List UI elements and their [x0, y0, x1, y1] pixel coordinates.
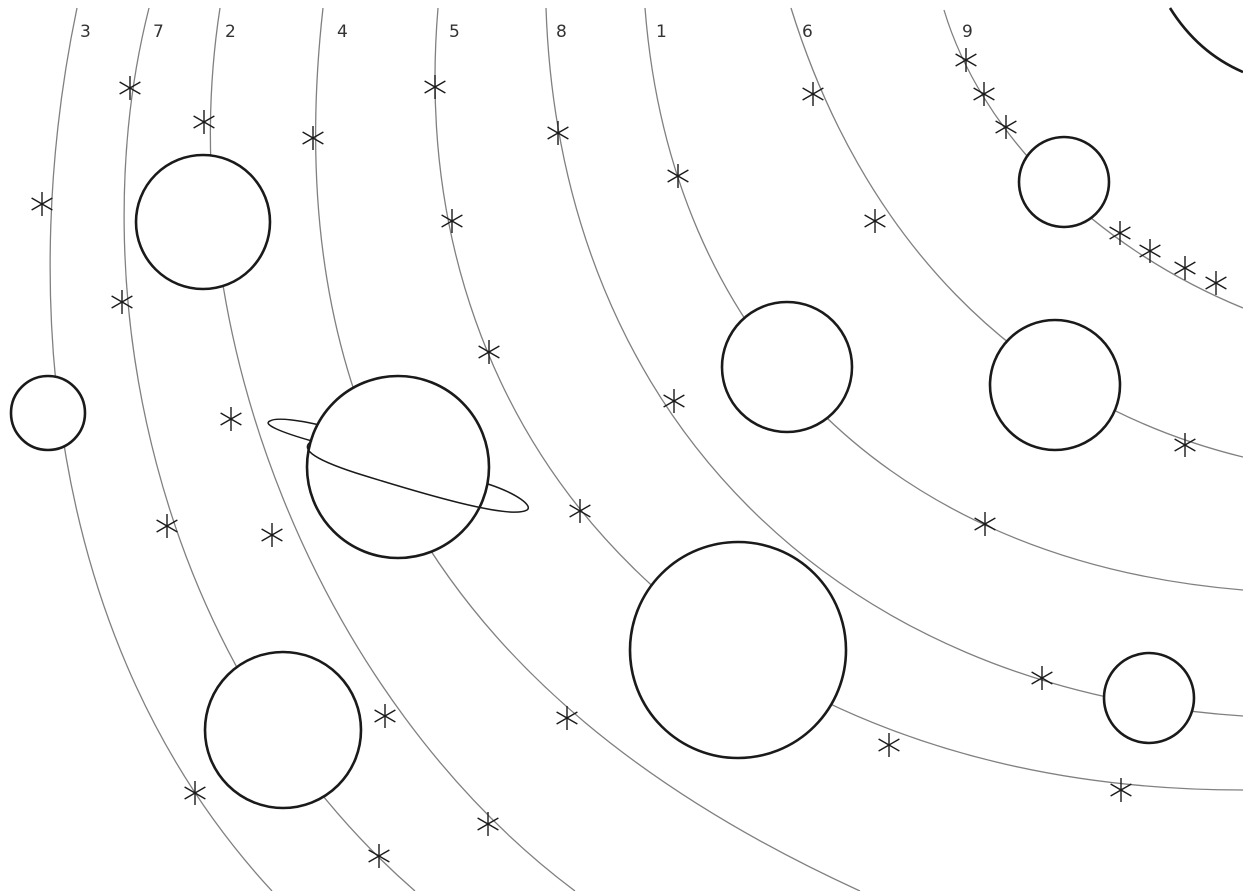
star-marker [1140, 239, 1161, 263]
star-marker [664, 389, 685, 413]
orbit-label-1: 1 [656, 22, 667, 42]
star-marker [996, 115, 1017, 139]
star-marker [1110, 221, 1131, 245]
star-marker [157, 514, 178, 538]
star-marker [879, 733, 900, 757]
star-marker [1206, 271, 1227, 295]
ringed-planet [268, 376, 528, 558]
star-marker [865, 209, 886, 233]
star-marker [1111, 778, 1132, 802]
planet-orbit-2 [136, 155, 270, 289]
star-marker [548, 121, 569, 145]
star-marker [221, 407, 242, 431]
orbit-labels: 3 7 2 4 5 8 1 6 9 [80, 22, 973, 42]
orbit-label-9: 9 [962, 22, 973, 42]
planet-orbit-3 [11, 376, 85, 450]
planets [11, 137, 1194, 808]
star-marker [570, 499, 591, 523]
orbit-1 [645, 8, 1243, 590]
planet-orbit-7 [205, 652, 361, 808]
planet-orbit-9 [1019, 137, 1109, 227]
star-marker [375, 704, 396, 728]
planet-orbit-6 [990, 320, 1120, 450]
orbit-label-2: 2 [225, 22, 236, 42]
star-marker [303, 126, 324, 150]
star-marker [262, 523, 283, 547]
star-marker [479, 340, 500, 364]
orbit-label-3: 3 [80, 22, 91, 42]
orbit-label-8: 8 [556, 22, 567, 42]
star-marker [442, 209, 463, 233]
sun-edge [1170, 8, 1243, 72]
orbit-label-6: 6 [802, 22, 813, 42]
planet-orbit-8 [1104, 653, 1194, 743]
star-marker [425, 75, 446, 99]
orbit-label-4: 4 [337, 22, 348, 42]
orbit-label-5: 5 [449, 22, 460, 42]
star-marker [185, 781, 206, 805]
star-marker [668, 164, 689, 188]
planet-orbit-1 [722, 302, 852, 432]
star-marker [478, 812, 499, 836]
star-marker [32, 192, 53, 216]
star-marker [1175, 433, 1196, 457]
star-marker [803, 82, 824, 106]
planet-orbit-5 [630, 542, 846, 758]
star-marker [557, 706, 578, 730]
planet-orbit-4 [307, 376, 489, 558]
orbit-label-7: 7 [153, 22, 164, 42]
star-marker [975, 512, 996, 536]
star-marker [120, 76, 141, 100]
